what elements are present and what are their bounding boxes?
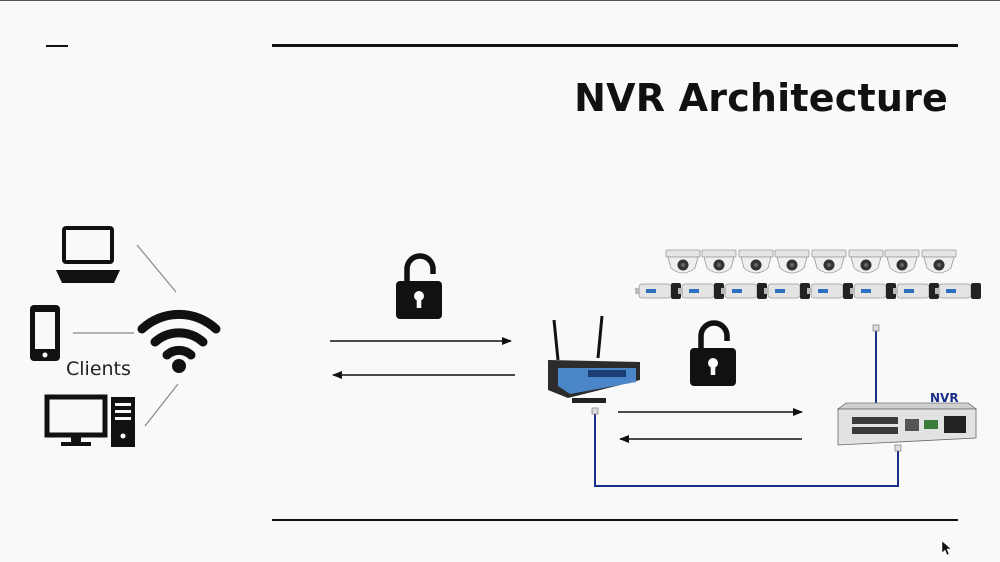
nvr-port bbox=[894, 444, 902, 452]
dome-camera-icon bbox=[738, 249, 774, 274]
router-port bbox=[591, 407, 599, 415]
dome-camera-icon bbox=[665, 249, 701, 274]
bullet-camera-icon bbox=[806, 282, 854, 300]
wifi-dot bbox=[172, 359, 186, 373]
wifi-icon bbox=[137, 309, 221, 360]
nvr-device-icon bbox=[836, 402, 978, 446]
bullet-camera-icon bbox=[763, 282, 811, 300]
dome-camera-icon bbox=[774, 249, 810, 274]
bullet-camera-icon bbox=[849, 282, 897, 300]
bullet-camera-icon bbox=[892, 282, 940, 300]
title-rule-top bbox=[272, 44, 958, 47]
lock-open-icon bbox=[690, 323, 736, 386]
bullet-camera-icon bbox=[934, 282, 982, 300]
dome-camera-row bbox=[665, 249, 957, 274]
cursor-icon bbox=[941, 540, 952, 556]
dome-camera-icon bbox=[884, 249, 920, 274]
router-nvr-cable bbox=[594, 412, 899, 487]
page-title: NVR Architecture bbox=[574, 76, 948, 120]
clients-label: Clients bbox=[66, 358, 131, 380]
desktop-link-line bbox=[144, 383, 179, 427]
bullet-camera-icon bbox=[720, 282, 768, 300]
bullet-camera-icon bbox=[634, 282, 682, 300]
bullet-camera-icon bbox=[677, 282, 725, 300]
dome-camera-icon bbox=[921, 249, 957, 274]
bullet-camera-row bbox=[634, 282, 982, 300]
corner-dash bbox=[46, 45, 68, 47]
laptop-icon bbox=[56, 226, 120, 283]
router-icon bbox=[548, 315, 640, 403]
rule-bottom bbox=[272, 519, 958, 521]
phone-icon bbox=[30, 305, 60, 361]
lock-open-icon bbox=[396, 256, 442, 319]
camera-port bbox=[872, 324, 880, 332]
laptop-link-line bbox=[136, 244, 177, 293]
dome-camera-icon bbox=[701, 249, 737, 274]
dome-camera-icon bbox=[811, 249, 847, 274]
top-border bbox=[0, 0, 1000, 1]
desktop-icon bbox=[44, 394, 135, 447]
dome-camera-icon bbox=[848, 249, 884, 274]
nvr-label: NVR bbox=[930, 391, 959, 405]
